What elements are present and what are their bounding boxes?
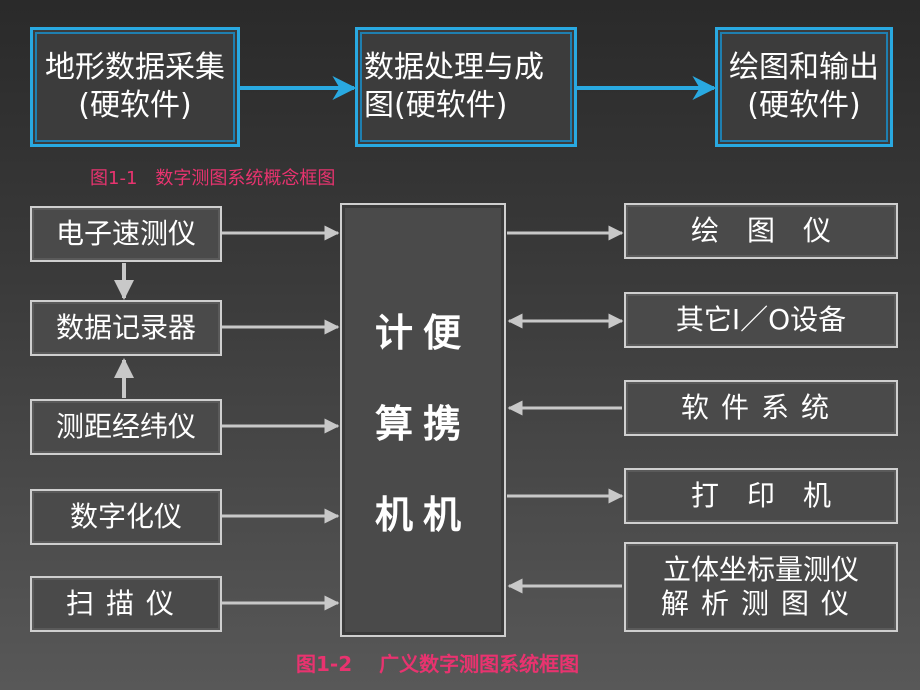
box-label: 电子速测仪 bbox=[55, 217, 196, 250]
node-data-processing: 数据处理与成图(硬软件) bbox=[355, 27, 577, 147]
node-label: 地形数据采集(硬软件) bbox=[45, 50, 225, 123]
box-label: 其它I／O设备 bbox=[675, 303, 847, 336]
box-label-line-1: 立体坐标量测仪 bbox=[662, 553, 859, 586]
node-label: 绘图和输出(硬软件) bbox=[729, 50, 879, 123]
node-label: 数据处理与成图(硬软件) bbox=[364, 50, 544, 123]
box-distance-theodolite: 测距经纬仪 bbox=[30, 399, 222, 455]
box-scanner: 扫描仪 bbox=[30, 576, 222, 632]
box-data-recorder: 数据记录器 bbox=[30, 300, 222, 356]
figure-caption-2: 图1-2 广义数字测图系统框图 bbox=[296, 652, 580, 676]
node-plotting-output: 绘图和输出(硬软件) bbox=[715, 27, 893, 147]
figure-caption-1: 图1-1 数字测图系统概念框图 bbox=[90, 168, 336, 189]
center-line-1: 计便 bbox=[374, 310, 471, 355]
center-line-2: 算携 bbox=[374, 401, 471, 446]
box-other-io-devices: 其它I／O设备 bbox=[624, 292, 898, 348]
box-label: 打 印 机 bbox=[690, 479, 831, 512]
box-plotter: 绘 图 仪 bbox=[624, 203, 898, 259]
node-terrain-data-collection: 地形数据采集(硬软件) bbox=[30, 27, 240, 147]
box-printer: 打 印 机 bbox=[624, 468, 898, 524]
box-software-system: 软件系统 bbox=[624, 380, 898, 436]
box-stereo-analytical-plotter: 立体坐标量测仪 解析测图仪 bbox=[624, 542, 898, 632]
box-digitizer: 数字化仪 bbox=[30, 489, 222, 545]
box-label: 数字化仪 bbox=[69, 500, 182, 533]
box-total-station: 电子速测仪 bbox=[30, 206, 222, 262]
box-label: 数据记录器 bbox=[55, 311, 196, 344]
box-label-line-2: 解析测图仪 bbox=[660, 587, 861, 620]
box-label: 扫描仪 bbox=[65, 587, 186, 620]
box-label: 测距经纬仪 bbox=[55, 410, 196, 443]
box-label: 绘 图 仪 bbox=[690, 214, 831, 247]
box-portable-computer: 计便 算携 机机 bbox=[340, 203, 506, 637]
box-label: 软件系统 bbox=[680, 391, 841, 424]
center-line-3: 机机 bbox=[374, 492, 471, 537]
